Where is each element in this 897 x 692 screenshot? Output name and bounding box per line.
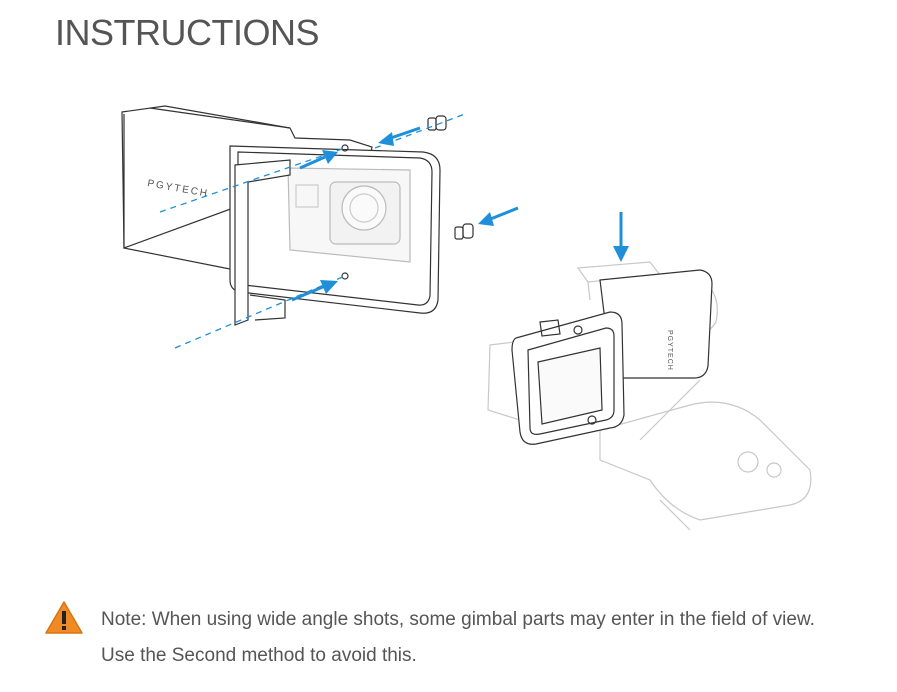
page-title: INSTRUCTIONS bbox=[55, 12, 320, 53]
brand-logo-mounted: PGYTECH bbox=[666, 330, 673, 371]
direction-arrows bbox=[291, 126, 629, 302]
note-text: Note: When using wide angle shots, some … bbox=[101, 609, 815, 666]
instruction-diagram: PGYTECH bbox=[121, 105, 812, 531]
warning-triangle-icon bbox=[45, 601, 83, 634]
mount-plate-assembly bbox=[121, 105, 474, 326]
screw-side bbox=[454, 223, 474, 240]
screw-top bbox=[427, 115, 447, 131]
gimbal-assembly bbox=[487, 261, 812, 531]
